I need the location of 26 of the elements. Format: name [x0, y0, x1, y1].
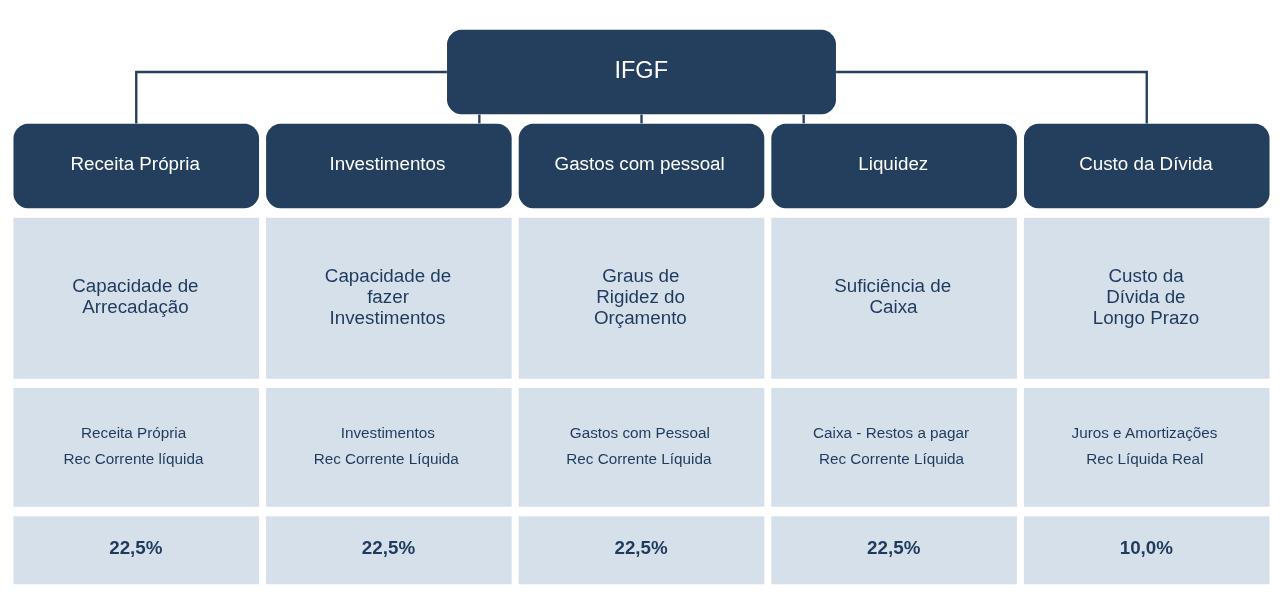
- node-box: Caixa - Restos a pagar Rec Corrente Líquida: [771, 388, 1017, 507]
- node-box: Receita Própria Rec Corrente líquida: [13, 388, 260, 507]
- node-box: 22,5%: [771, 516, 1017, 585]
- node-box: 10,0%: [1023, 516, 1270, 585]
- node-box: Investimentos Rec Corrente Líquida: [266, 388, 512, 507]
- connector: [802, 114, 805, 124]
- node-box: Liquidez: [771, 123, 1017, 209]
- node-box: Custo da Dívida: [1023, 123, 1270, 209]
- node-box: Graus de Rigidez do Orçamento: [518, 217, 765, 379]
- node-box: Gastos com pessoal: [518, 123, 765, 209]
- node-box: 22,5%: [518, 516, 765, 585]
- connector: [836, 70, 1148, 124]
- node-box: Receita Própria: [13, 123, 260, 209]
- node-box: Capacidade de fazer Investimentos: [266, 217, 512, 379]
- node-box: Capacidade de Arrecadação: [13, 217, 260, 379]
- node-box: Juros e Amortizações Rec Líquida Real: [1023, 388, 1270, 507]
- node-box: 22,5%: [266, 516, 512, 585]
- node-box: Gastos com Pessoal Rec Corrente Líquida: [518, 388, 765, 507]
- connector: [478, 114, 481, 124]
- node-box: IFGF: [447, 29, 836, 115]
- connector: [640, 114, 643, 124]
- node-box: Suficiência de Caixa: [771, 217, 1017, 379]
- node-box: 22,5%: [13, 516, 260, 585]
- connector: [135, 70, 447, 124]
- node-box: Investimentos: [266, 123, 512, 209]
- node-box: Custo da Dívida de Longo Prazo: [1023, 217, 1270, 379]
